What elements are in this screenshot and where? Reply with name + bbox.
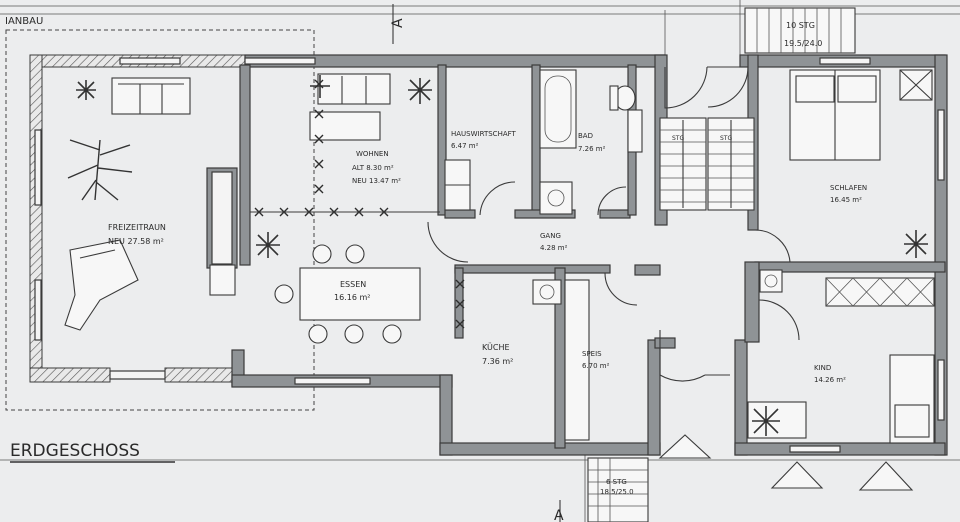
plant-icon-schlafen	[904, 230, 928, 258]
svg-text:ALT 8.30 m²: ALT 8.30 m²	[352, 164, 394, 172]
svg-text:A: A	[554, 508, 564, 522]
room-label-kind: KIND 14.26 m²	[814, 364, 846, 384]
bad-furniture	[539, 69, 643, 215]
svg-text:SCHLAFEN: SCHLAFEN	[830, 184, 867, 192]
dining-table	[274, 244, 421, 344]
room-label-schlafen: SCHLAFEN 16.45 m²	[830, 184, 867, 204]
svg-text:BAD: BAD	[578, 132, 593, 140]
svg-text:SPEIS: SPEIS	[582, 350, 602, 358]
stairs-top	[744, 7, 856, 54]
hwr-furniture	[444, 159, 471, 211]
svg-text:A: A	[390, 18, 406, 28]
svg-text:16.45 m²: 16.45 m²	[830, 196, 862, 204]
svg-text:NEU 13.47 m²: NEU 13.47 m²	[352, 177, 401, 185]
svg-text:7.36 m²: 7.36 m²	[482, 357, 513, 366]
stairs-inner	[659, 117, 755, 211]
kueche-furniture	[532, 279, 590, 441]
entrance-markers	[658, 434, 914, 491]
wohnen-furniture	[209, 73, 391, 296]
plant-icon-essen	[256, 232, 280, 258]
room-label-speis: SPEIS 6.70 m²	[582, 350, 610, 370]
svg-text:GANG: GANG	[540, 232, 561, 240]
anbau-outline	[5, 29, 315, 411]
svg-text:HAUSWIRTSCHAFT: HAUSWIRTSCHAFT	[451, 130, 517, 138]
svg-text:KIND: KIND	[814, 364, 831, 372]
room-label-essen: ESSEN 16.16 m²	[334, 280, 370, 302]
room-label-bad: BAD 7.26 m²	[578, 132, 606, 153]
svg-text:FREIZEITRAUN: FREIZEITRAUN	[108, 223, 166, 232]
room-label-hauswirtschaft: HAUSWIRTSCHAFT 6.47 m²	[451, 130, 517, 150]
anbau-label: IANBAU	[5, 16, 43, 27]
room-label-kueche: KÜCHE 7.36 m²	[482, 342, 513, 366]
plant-icon-kind	[752, 406, 780, 436]
exterior-walls	[29, 54, 948, 456]
svg-text:KÜCHE: KÜCHE	[482, 342, 510, 352]
stairs-inner-label-2: STG	[720, 135, 732, 142]
svg-text:WOHNEN: WOHNEN	[356, 150, 389, 158]
bed-schlafen	[789, 69, 933, 161]
stairs-bottom-label-2: 18.5/25.0	[600, 488, 634, 496]
stairs-bottom-label-1: 6 STG	[606, 478, 627, 486]
kind-furniture	[747, 269, 935, 444]
section-mark-top: A	[390, 4, 406, 44]
freizeitraum-furniture	[64, 77, 191, 331]
floor-title: ERDGESCHOSS	[10, 441, 140, 461]
svg-text:4.28 m²: 4.28 m²	[540, 244, 568, 252]
svg-text:NEU 27.58 m²: NEU 27.58 m²	[108, 237, 164, 246]
section-mark-bottom: A	[554, 500, 564, 522]
plant-icon-wohnen	[310, 75, 432, 104]
svg-text:7.26 m²: 7.26 m²	[578, 145, 606, 153]
svg-text:6.70 m²: 6.70 m²	[582, 362, 610, 370]
doors	[427, 66, 800, 382]
svg-text:16.16 m²: 16.16 m²	[334, 293, 370, 302]
svg-text:6.47 m²: 6.47 m²	[451, 142, 479, 150]
palm-icon	[67, 139, 133, 201]
stairs-top-label-1: 10 STG	[786, 21, 815, 30]
room-label-gang: GANG 4.28 m²	[540, 232, 568, 252]
plant-icon	[76, 80, 96, 100]
stairs-inner-label-1: STG	[672, 135, 684, 142]
stairs-bottom	[587, 457, 649, 522]
svg-text:14.26 m²: 14.26 m²	[814, 376, 846, 384]
stairs-top-label-2: 19.5/24.0	[784, 39, 822, 48]
svg-text:ESSEN: ESSEN	[340, 280, 366, 289]
room-label-freizeitraum: FREIZEITRAUN NEU 27.58 m²	[108, 223, 166, 246]
room-label-wohnen: WOHNEN ALT 8.30 m² NEU 13.47 m²	[352, 150, 401, 185]
